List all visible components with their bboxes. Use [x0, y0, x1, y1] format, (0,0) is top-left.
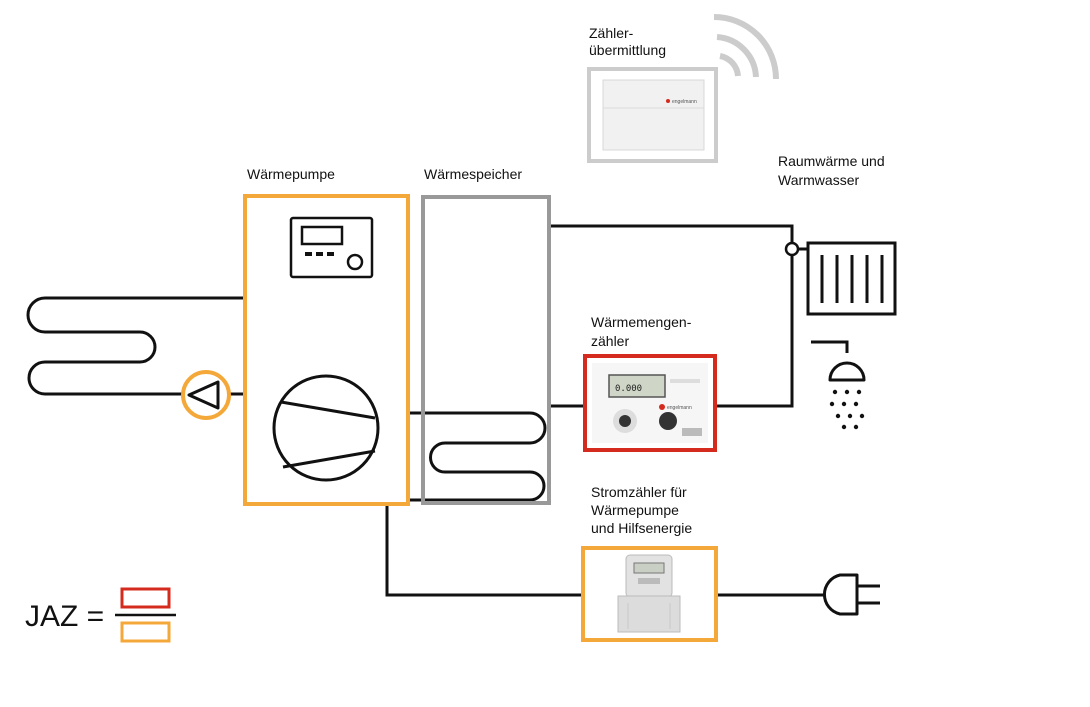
- jaz-numerator-box: [120, 587, 171, 609]
- return-line-right: [713, 253, 794, 408]
- power-plug-icon: [823, 573, 880, 616]
- consumer-label-line1: Raumwärme und: [778, 153, 885, 169]
- controller-icon: [289, 216, 374, 279]
- power-meter-device: [581, 546, 718, 642]
- jaz-denominator-box: [120, 621, 171, 643]
- heat-pump-box: [243, 194, 410, 506]
- heat-meter-label-line2: zähler: [591, 333, 629, 349]
- power-meter-label-line1: Stromzähler für: [591, 484, 687, 500]
- power-meter-label-line3: und Hilfsenergie: [591, 520, 692, 536]
- supply-line: [548, 224, 794, 245]
- junction-node: [784, 241, 800, 257]
- jaz-formula: JAZ =: [25, 587, 176, 643]
- transmitter-label-line2: übermittlung: [589, 42, 666, 58]
- svg-text:engelmann: engelmann: [667, 405, 692, 411]
- heat-meter-label-line1: Wärmemengen-: [591, 314, 692, 330]
- svg-text:0.000: 0.000: [615, 384, 642, 394]
- consumer-label-line2: Warmwasser: [778, 172, 859, 188]
- wireless-signal-icon: [713, 14, 779, 80]
- pipes-and-wires: [26, 224, 825, 597]
- compressor-icon: [272, 374, 380, 482]
- storage-label: Wärmespeicher: [424, 166, 522, 182]
- shower-icon: [811, 340, 866, 430]
- radiator-icon: [806, 241, 897, 316]
- circulation-pump-icon: [181, 370, 231, 420]
- svg-text:JAZ =: JAZ =: [25, 600, 104, 633]
- transmitter-device: engelmann: [587, 67, 718, 163]
- power-meter-label-line2: Wärmepumpe: [591, 502, 679, 518]
- storage-box: [421, 195, 551, 505]
- heat-meter-device: 0.000 engelmann: [583, 354, 717, 452]
- power-cable-to-heat-pump: [385, 503, 585, 597]
- transmitter-label-line1: Zähler-: [589, 25, 634, 41]
- heat-pump-label: Wärmepumpe: [247, 166, 335, 182]
- svg-text:engelmann: engelmann: [672, 99, 697, 105]
- storage-coil: [406, 411, 547, 502]
- ground-collector-coil: [26, 296, 247, 396]
